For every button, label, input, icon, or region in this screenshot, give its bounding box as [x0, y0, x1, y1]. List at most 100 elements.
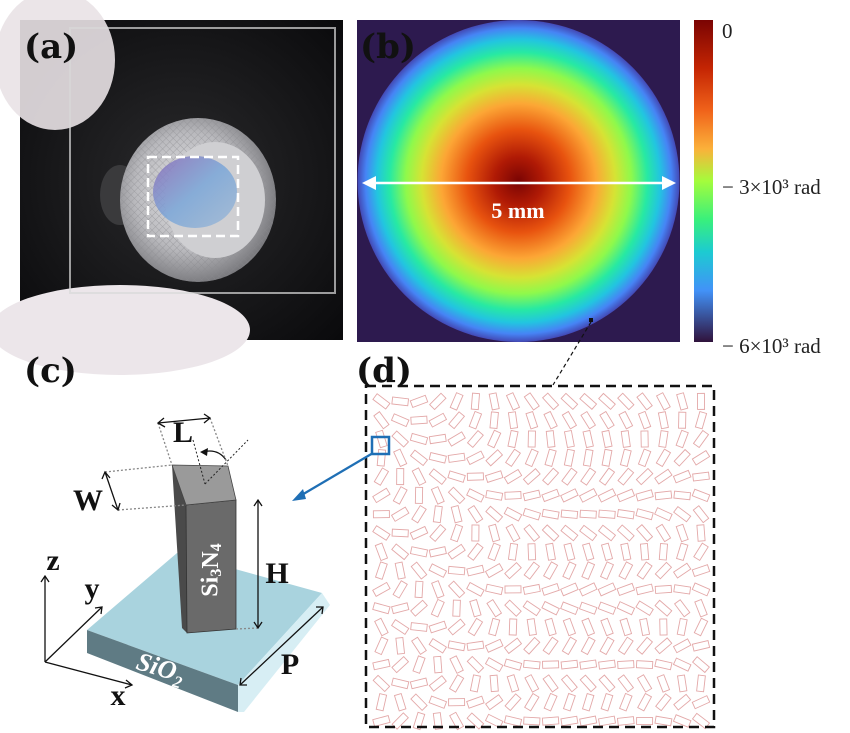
nanopillar-cell: [580, 636, 596, 656]
nanopillar-cell: [428, 468, 447, 485]
nanopillar-cell: [374, 636, 389, 656]
nanopillar-cell: [428, 637, 448, 654]
glove-finger-bottom: [0, 285, 250, 375]
nanopillar-cell: [466, 430, 484, 448]
nanopillar-cell: [560, 524, 579, 542]
nanopillar-cell: [635, 467, 654, 486]
nanopillar-cell: [449, 655, 464, 674]
nanopillar-cell: [600, 617, 614, 637]
nanopillar-cell: [466, 655, 485, 674]
nanopillar-cell: [696, 392, 706, 410]
glass-slide: [69, 27, 336, 294]
nanopillar-cell: [636, 561, 653, 580]
nanopillar-cell: [597, 488, 617, 503]
nanopillar-cell: [410, 693, 428, 711]
nanopillar-cell: [390, 619, 410, 635]
nanopillar-cell: [541, 716, 560, 726]
nanopillar-cell: [411, 504, 427, 524]
nanopillar-cell: [428, 620, 448, 634]
nanopillar-cell: [677, 674, 688, 693]
nanopillar-cell: [506, 674, 520, 693]
nanopillar-cell: [485, 449, 504, 467]
nanopillar-cell: [620, 542, 632, 561]
nanopillar-cell: [394, 561, 406, 580]
nanopillar-cell: [507, 542, 519, 561]
substrate-front: [87, 630, 238, 712]
nanopillar-cell: [448, 674, 465, 693]
nanopillar-cell: [563, 448, 575, 467]
nanopillar-cell: [675, 429, 689, 449]
nanopillar-cell: [656, 674, 671, 693]
nanopillar-cell: [619, 617, 633, 637]
dim-W-label: W: [73, 484, 103, 517]
nanopillar-cell: [579, 509, 597, 519]
nanopillar-cell: [374, 542, 389, 562]
nanopillar-cell: [691, 695, 711, 710]
nanopillar-cell: [694, 410, 708, 430]
nanopillar-cell: [560, 488, 579, 503]
nanopillar-cell: [523, 636, 541, 655]
nanopillar-cell: [673, 490, 692, 501]
scale-label: 5 mm: [491, 198, 544, 223]
nanopillar-cell: [672, 638, 692, 654]
nanopillar-cell: [429, 392, 447, 411]
nanopillar-cell: [636, 674, 653, 693]
nanopillar-cell: [672, 562, 692, 579]
nanopillar-cell: [617, 467, 635, 486]
unit-cell-arrow: [299, 452, 374, 497]
dim-W-arrow: [104, 471, 119, 511]
metasurface-sample: [153, 156, 237, 228]
nanopillar-cell: [372, 525, 391, 541]
nanopillar-cell: [522, 507, 542, 521]
nanopillar-cell: [488, 617, 501, 637]
nanopillar-cell: [447, 618, 466, 636]
nanopillar-cell: [692, 505, 710, 524]
nanopillar-cell: [410, 622, 428, 632]
nanopillar-cell: [691, 564, 711, 578]
nanopillar-cell: [654, 658, 673, 671]
nanopillar-cell: [527, 543, 537, 561]
pillar-left-face: [172, 465, 187, 633]
nanopillar-cell: [374, 561, 388, 580]
nanopillar-cell: [562, 561, 577, 580]
nanopillar-cell: [636, 392, 653, 411]
nanopillar-cell: [657, 411, 669, 430]
nanopillar-cell: [563, 429, 575, 449]
nanopillar-cell: [654, 599, 673, 617]
nanopillar-cell: [692, 471, 710, 482]
nanopillar-cell: [466, 640, 485, 651]
nanopillar-cell: [503, 637, 523, 655]
nanopillar-cell: [675, 523, 689, 543]
nanopillar-cell: [561, 636, 578, 656]
nanopillar-cell: [640, 430, 649, 448]
nanopillar-cell: [694, 598, 708, 618]
nanopillar-cell: [616, 716, 635, 726]
nanopillar-cell: [487, 429, 502, 449]
nanopillar-cell: [560, 601, 579, 616]
axis-x: [44, 661, 133, 686]
nanopillar-cell: [692, 429, 710, 449]
nanopillar-cell: [637, 410, 652, 430]
nanopillar-cell: [489, 674, 499, 693]
axis-x-label: x: [111, 679, 126, 712]
nanopillar-cell: [562, 617, 577, 637]
nanopillar-cell: [447, 580, 466, 599]
nanopillar-cell: [616, 509, 635, 520]
nanopillar-cell: [392, 580, 408, 599]
nanopillar-cell: [582, 448, 594, 467]
nanopillar-cell: [452, 599, 461, 617]
nanopillar-cell: [432, 712, 443, 730]
nanopillar-cell: [449, 711, 465, 731]
nanopillar-cell: [618, 692, 633, 712]
nanopillar-cell: [654, 561, 673, 580]
nanopillar-cell: [372, 674, 391, 693]
nanopillar-cell: [659, 618, 668, 636]
nanopillar-cell: [447, 470, 466, 483]
nanopillar-cell: [466, 472, 484, 481]
nanopillar-cell: [410, 599, 428, 617]
nanopillar-cell: [655, 693, 672, 712]
nanopillar-cell: [466, 450, 485, 466]
nanopillar-cell: [542, 660, 560, 669]
nanopillar-cell: [655, 523, 672, 543]
